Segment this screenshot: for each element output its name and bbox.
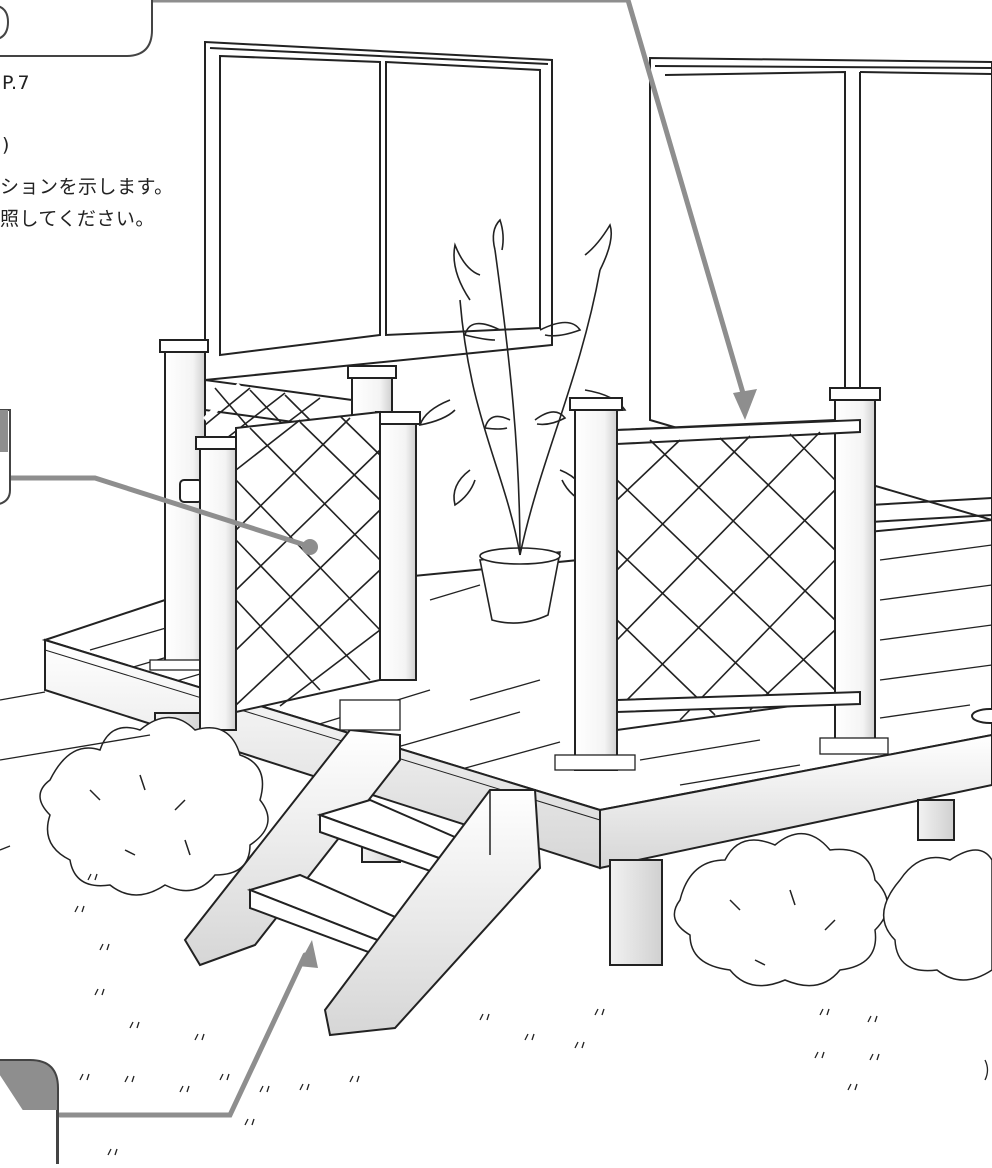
- lattice-panel-right: [554, 387, 889, 771]
- deck-stairs: [183, 728, 542, 1037]
- shrub-right: [673, 832, 992, 987]
- note-paren: ): [2, 134, 10, 156]
- page-reference-note: P.7: [2, 72, 31, 94]
- house-window-left: [204, 40, 553, 382]
- ground: [0, 584, 989, 1156]
- note-line-position: ションを示します。: [0, 176, 174, 198]
- callout-middle: [0, 409, 11, 505]
- callout-top: [0, 0, 153, 57]
- potted-plant: [418, 218, 627, 624]
- callout-bottom: [0, 1059, 59, 1168]
- leader-lines: [0, 0, 748, 1118]
- lattice-panel-front-left: [195, 410, 421, 731]
- leader-arrowheads: [298, 389, 757, 968]
- note-line-refer: 照してください。: [0, 208, 155, 230]
- house-window-right: [649, 56, 992, 523]
- shrub-left: [39, 716, 269, 896]
